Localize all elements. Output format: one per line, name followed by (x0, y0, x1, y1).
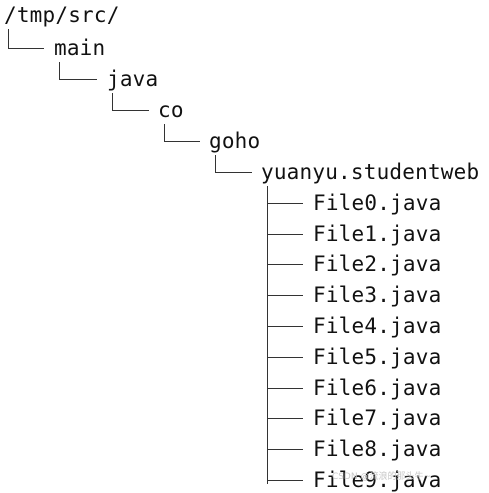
tree-node-goho: goho (209, 129, 261, 153)
tree-file: File9.java (313, 468, 442, 492)
tree-branch (267, 295, 303, 296)
tree-branch (267, 234, 303, 235)
tree-connector (59, 62, 97, 80)
tree-node-root: /tmp/src/ (4, 3, 120, 27)
tree-branch (267, 449, 303, 450)
tree-branch (267, 418, 303, 419)
tree-connector (112, 93, 149, 111)
tree-branch (267, 480, 303, 481)
tree-file: File4.java (313, 314, 442, 338)
tree-connector (8, 29, 44, 49)
tree-file: File6.java (313, 376, 442, 400)
tree-file: File7.java (313, 406, 442, 430)
tree-file: File0.java (313, 191, 442, 215)
tree-file: File2.java (313, 252, 442, 276)
tree-branch (267, 326, 303, 327)
tree-branch (267, 357, 303, 358)
tree-file: File3.java (313, 283, 442, 307)
tree-trunk-line (267, 186, 268, 484)
tree-connector (164, 124, 200, 142)
tree-node-main: main (54, 36, 106, 60)
tree-file: File8.java (313, 437, 442, 461)
tree-file: File1.java (313, 222, 442, 246)
tree-branch (267, 388, 303, 389)
tree-branch (267, 203, 303, 204)
tree-connector (215, 155, 252, 173)
tree-node-package: yuanyu.studentweb (261, 160, 480, 184)
tree-branch (267, 264, 303, 265)
tree-node-java: java (107, 67, 159, 91)
tree-node-co: co (158, 98, 184, 122)
tree-file: File5.java (313, 345, 442, 369)
watermark: CSDN @流浪的那头牛~ (331, 472, 431, 482)
